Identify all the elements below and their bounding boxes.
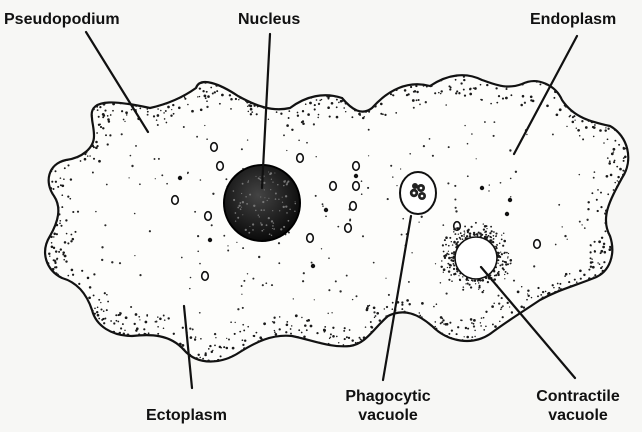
phagocytic-vacuole-label-line2: vacuole — [340, 406, 436, 425]
phagocytic-vacuole — [400, 172, 436, 214]
ectoplasm-label-text: Ectoplasm — [146, 406, 227, 425]
phagocytic-vacuole-label-line1: Phagocytic — [340, 387, 436, 406]
phagocytic-vacuole-label: Phagocytic vacuole — [340, 387, 436, 425]
contractile-vacuole-label-line1: Contractile — [528, 387, 628, 406]
ectoplasm-label: Ectoplasm — [146, 406, 227, 425]
pseudopodium-label-text: Pseudopodium — [4, 10, 120, 29]
nucleus-label-text: Nucleus — [238, 10, 300, 29]
nucleus-label: Nucleus — [238, 10, 300, 29]
contractile-vacuole-label-line2: vacuole — [528, 406, 628, 425]
endoplasm-label: Endoplasm — [530, 10, 616, 29]
contractile-vacuole-label: Contractile vacuole — [528, 387, 628, 425]
endoplasm-label-text: Endoplasm — [530, 10, 616, 29]
pseudopodium-label: Pseudopodium — [4, 10, 120, 29]
